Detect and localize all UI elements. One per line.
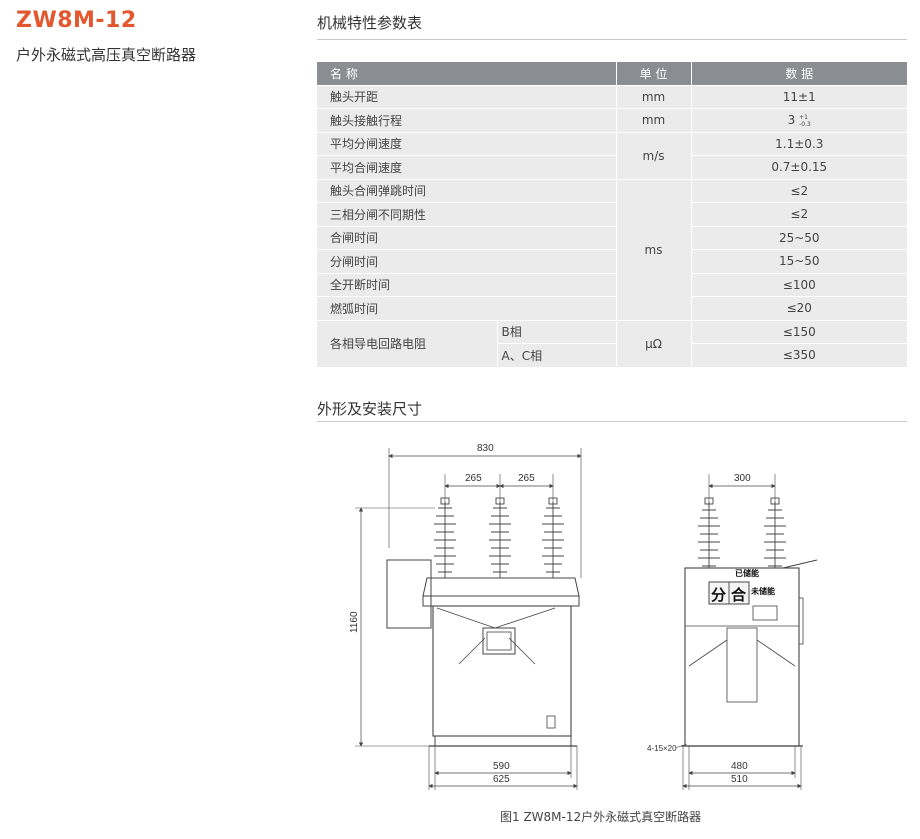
front-view-drawing: 830 265 265 1160 — [349, 443, 582, 790]
dim-phase-spacing-2: 265 — [518, 473, 535, 484]
side-view-drawing: 300 分 合 已储能 未储能 4-15×20 480 — [647, 473, 818, 790]
spec-section-divider — [317, 39, 907, 40]
product-code: ZW8M-12 — [16, 8, 137, 33]
row-name: 三相分闸不同期性 — [317, 202, 617, 227]
table-row: 触头开距 mm 11±1 — [317, 85, 908, 109]
dim-side-base-inner: 480 — [731, 761, 748, 772]
row-value: 11±1 — [691, 85, 908, 109]
table-row: 触头接触行程 mm 3 +1 -0.3 — [317, 108, 908, 133]
row-value: ≤2 — [691, 179, 908, 203]
row-unit: μΩ — [616, 320, 692, 368]
panel-uncharged-label: 未储能 — [750, 586, 775, 596]
row-value-tolerance: 3 +1 -0.3 — [691, 108, 908, 133]
row-value: ≤2 — [691, 202, 908, 227]
dim-phase-spacing-1: 265 — [465, 473, 482, 484]
row-value: ≤100 — [691, 273, 908, 297]
row-name: 触头开距 — [317, 85, 617, 109]
dim-pole-spacing: 300 — [734, 473, 751, 484]
dim-side-base-outer: 510 — [731, 774, 748, 785]
row-unit: mm — [616, 85, 692, 109]
row-name: 合闸时间 — [317, 226, 617, 250]
row-name: 平均合闸速度 — [317, 155, 617, 180]
panel-charged-label: 已储能 — [735, 568, 759, 578]
row-value: 3 — [787, 113, 796, 127]
table-row: 平均合闸速度 0.7±0.15 — [317, 155, 908, 180]
tolerance-upper: +1 — [799, 113, 808, 121]
row-value: ≤20 — [691, 296, 908, 321]
header-value: 数 据 — [691, 62, 908, 86]
table-row: 合闸时间 25~50 — [317, 226, 908, 250]
product-name: 户外永磁式高压真空断路器 — [16, 46, 197, 64]
table-row: 各相导电回路电阻 B相 μΩ ≤150 — [317, 320, 908, 368]
header-name: 名 称 — [317, 62, 617, 86]
panel-open-label: 分 — [711, 587, 726, 604]
dimension-section-title: 外形及安装尺寸 — [317, 400, 423, 418]
row-value: 15~50 — [691, 249, 908, 274]
row-unit: mm — [616, 108, 692, 133]
row-name: 全开断时间 — [317, 273, 617, 297]
row-name: 分闸时间 — [317, 249, 617, 274]
row-subitem: A、C相 — [497, 343, 617, 368]
panel-close-label: 合 — [730, 586, 747, 604]
row-value: 25~50 — [691, 226, 908, 250]
row-value: ≤150 — [691, 320, 908, 344]
dimension-drawings: 830 265 265 1160 — [317, 428, 907, 807]
row-name: 燃弧时间 — [317, 296, 617, 321]
row-subitem: B相 — [497, 320, 617, 344]
header-unit: 单 位 — [616, 62, 692, 86]
table-row: 燃弧时间 ≤20 — [317, 296, 908, 321]
dim-hole-spec: 4-15×20 — [647, 744, 677, 753]
row-name: 各相导电回路电阻 — [317, 320, 498, 368]
row-name: 触头合闸弹跳时间 — [317, 179, 617, 203]
dim-height: 1160 — [349, 611, 360, 633]
spec-table: 名 称 单 位 数 据 触头开距 mm 11±1 触头接触行程 mm 3 +1 … — [317, 62, 908, 368]
dim-overall-width: 830 — [477, 443, 494, 454]
row-name: 触头接触行程 — [317, 108, 617, 133]
dim-base-inner: 590 — [493, 761, 510, 772]
tolerance-lower: -0.3 — [799, 120, 811, 128]
figure-caption: 图1 ZW8M-12户外永磁式真空断路器 — [500, 810, 702, 824]
table-row: 全开断时间 ≤100 — [317, 273, 908, 297]
table-row: 三相分闸不同期性 ≤2 — [317, 202, 908, 227]
spec-table-header: 名 称 单 位 数 据 — [317, 62, 908, 86]
row-name: 平均分闸速度 — [317, 132, 617, 156]
table-row: 平均分闸速度 m/s 1.1±0.3 — [317, 132, 908, 180]
table-row: A、C相 ≤350 — [317, 343, 908, 368]
table-row: 触头合闸弹跳时间 ms ≤2 — [317, 179, 908, 321]
row-value: 0.7±0.15 — [691, 155, 908, 180]
row-unit: m/s — [616, 132, 692, 180]
spec-section-title: 机械特性参数表 — [317, 14, 423, 32]
row-value: 1.1±0.3 — [691, 132, 908, 156]
row-unit: ms — [616, 179, 692, 321]
dimension-section-divider — [317, 421, 907, 422]
table-row: 分闸时间 15~50 — [317, 249, 908, 274]
row-value: ≤350 — [691, 343, 908, 368]
dim-base-outer: 625 — [493, 774, 510, 785]
